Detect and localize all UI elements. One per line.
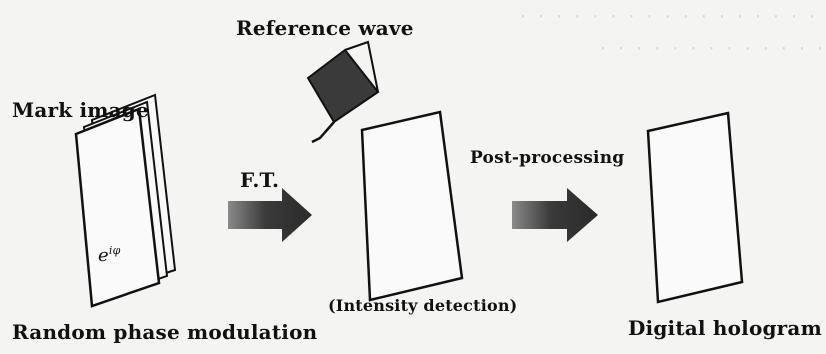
- mark-image-label: Mark image: [12, 98, 149, 122]
- phase-exponent: iφ: [108, 244, 121, 257]
- intensity-detection-label: (Intensity detection): [328, 296, 518, 315]
- digital-hologram-label: Digital hologram: [628, 316, 822, 340]
- phase-factor-label: eiφ: [98, 244, 120, 266]
- reference-wave-label: Reference wave: [236, 16, 414, 40]
- random-phase-modulation-label: Random phase modulation: [12, 320, 318, 344]
- mark-image-sheet-front: [74, 107, 161, 308]
- mark-image-stack: [74, 93, 177, 308]
- post-processing-arrow: [512, 188, 598, 242]
- reference-wave-shape: [306, 40, 380, 144]
- ft-label: F.T.: [240, 168, 280, 192]
- hologram-plane: [646, 111, 744, 304]
- phase-symbol: e: [98, 245, 109, 266]
- post-processing-label: Post-processing: [470, 148, 625, 168]
- detection-plane: [360, 110, 464, 302]
- ft-arrow: [228, 188, 312, 242]
